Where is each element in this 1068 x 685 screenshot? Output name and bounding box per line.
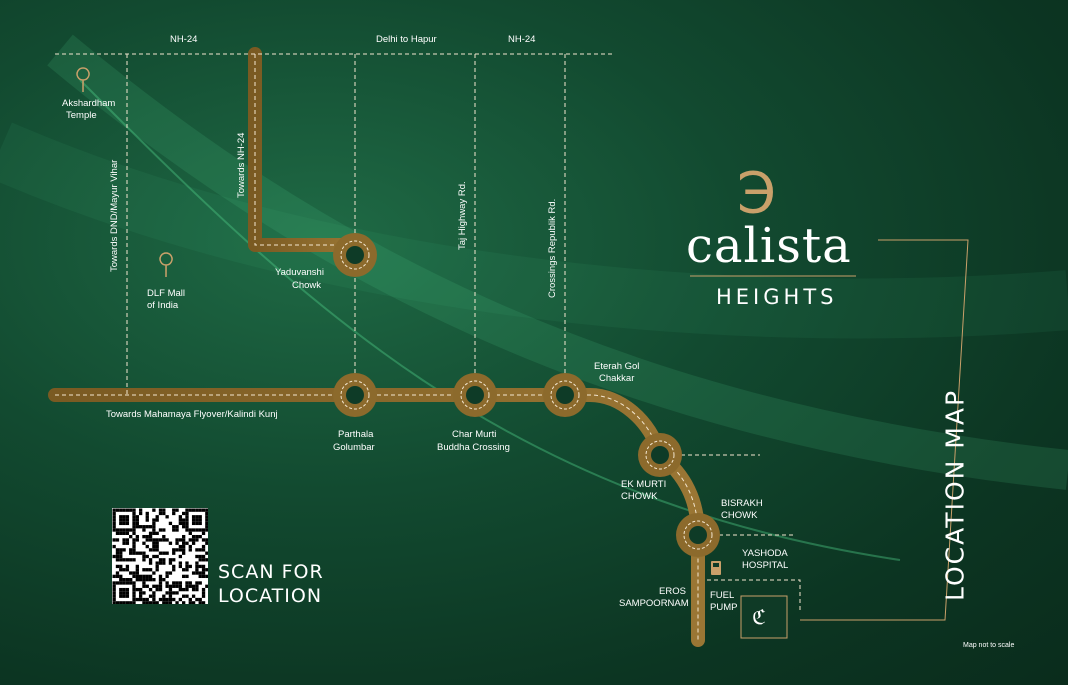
roundabout <box>651 446 669 464</box>
label-mahamaya: Towards Mahamaya Flyover/Kalindi Kunj <box>106 409 278 420</box>
label-bisrakh: BISRAKH <box>721 498 763 509</box>
brand-subtitle: HEIGHTS <box>716 285 838 309</box>
label-bisrakh-2: CHOWK <box>721 510 758 521</box>
label-taj-highway: Taj Highway Rd. <box>457 181 468 250</box>
label-towards-nh24: Towards NH-24 <box>236 133 247 198</box>
label-dnd: Towards DND/Mayur Vihar <box>109 160 120 272</box>
label-yashoda-2: HOSPITAL <box>742 560 788 571</box>
roundabout <box>645 440 675 470</box>
label-crossings-republik: Crossings Republik Rd. <box>547 199 558 298</box>
label-eros-2: SAMPOORNAM <box>619 598 689 609</box>
qr-code[interactable] <box>112 508 209 605</box>
pin-icon <box>76 67 173 278</box>
label-ek-murti-2: CHOWK <box>621 491 658 502</box>
label-fuel-pump: FUEL <box>710 590 734 601</box>
brand-name: calista <box>686 218 852 274</box>
roundabout <box>346 246 364 264</box>
roundabout <box>340 380 370 410</box>
label-char-murti: Char Murti <box>452 429 496 440</box>
fuel-icon <box>711 561 721 575</box>
roundabout <box>460 380 490 410</box>
label-eterah: Eterah Gol <box>594 361 639 372</box>
scan-line-2: LOCATION <box>218 585 323 607</box>
roundabout <box>550 380 580 410</box>
label-akshardham-2: Temple <box>66 110 97 121</box>
label-eros: EROS <box>659 586 686 597</box>
label-dlf-2: of India <box>147 300 179 311</box>
roundabout <box>683 520 713 550</box>
project-marker <box>740 595 788 639</box>
roundabouts <box>333 233 720 557</box>
label-nh24: NH-24 <box>170 34 197 45</box>
scale-note: Map not to scale <box>963 642 1015 649</box>
frame-line <box>800 239 969 621</box>
label-delhi-hapur: Delhi to Hapur <box>376 34 437 45</box>
label-eterah-2: Chakkar <box>599 373 634 384</box>
page-title: LOCATION MAP <box>940 388 970 602</box>
label-parthala: Parthala <box>338 429 374 440</box>
brand-logo-icon: ℈ <box>737 154 776 219</box>
label-akshardham: Akshardham <box>62 98 115 109</box>
label-dlf: DLF Mall <box>147 288 185 299</box>
label-yaduvanshi-2: Chowk <box>292 280 321 291</box>
roundabout <box>556 386 574 404</box>
label-yaduvanshi: Yaduvanshi <box>275 267 324 278</box>
label-fuel-pump-2: PUMP <box>710 602 737 613</box>
label-parthala-2: Golumbar <box>333 442 375 453</box>
roundabout <box>689 526 707 544</box>
label-yashoda: YASHODA <box>742 548 788 559</box>
roundabout <box>340 240 370 270</box>
roundabout <box>346 386 364 404</box>
label-nh24-right: NH-24 <box>508 34 535 45</box>
roundabout <box>466 386 484 404</box>
label-char-murti-2: Buddha Crossing <box>437 442 510 453</box>
scan-line-1: SCAN FOR <box>218 561 324 583</box>
project-logo-icon: ℭ <box>752 605 766 629</box>
label-ek-murti: EK MURTI <box>621 479 666 490</box>
